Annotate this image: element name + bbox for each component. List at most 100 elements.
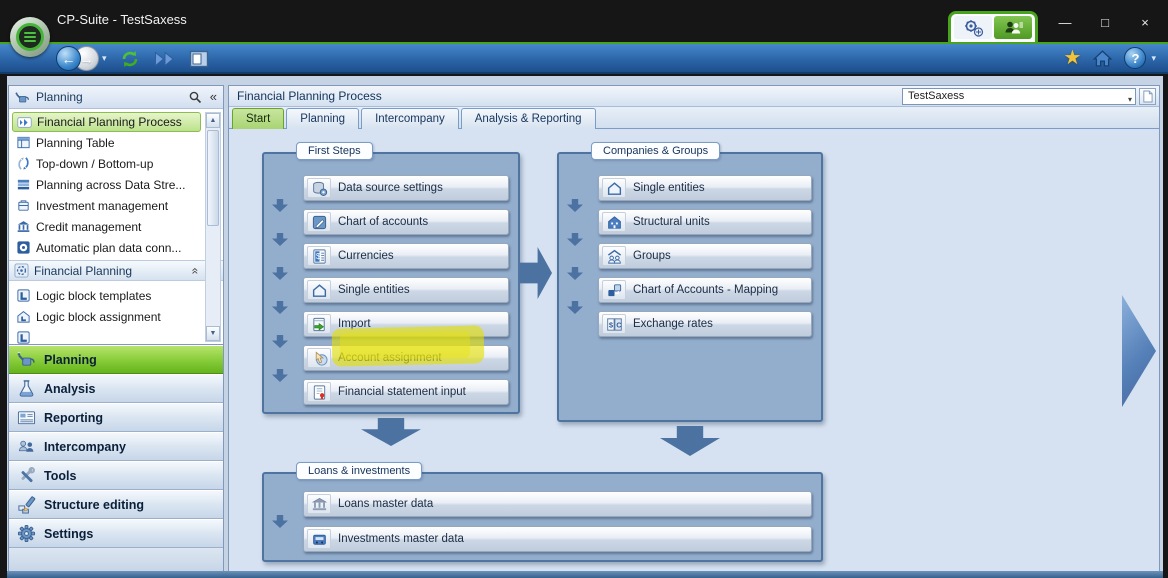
house-logic-icon xyxy=(16,309,31,324)
flow-arrow-down-left xyxy=(361,418,421,446)
arrow-down-icon xyxy=(272,335,288,348)
pencil-structure-icon xyxy=(17,495,36,514)
tree-item-label: Financial Planning Process xyxy=(37,115,182,129)
tree-item-investment-management[interactable]: Investment management xyxy=(9,195,223,216)
disc-icon xyxy=(16,240,31,255)
arrow-down-icon xyxy=(272,515,288,528)
tree-item-partial[interactable] xyxy=(9,327,223,344)
fast-forward-button[interactable] xyxy=(153,50,177,68)
button-chart-of-accounts[interactable]: Chart of accounts xyxy=(303,209,509,235)
new-page-icon xyxy=(1143,90,1153,103)
sidebar-section-structure-editing[interactable]: Structure editing xyxy=(9,490,223,519)
search-icon[interactable] xyxy=(188,90,202,104)
notepad-pen-icon xyxy=(307,212,331,232)
button-label: Chart of Accounts - Mapping xyxy=(633,284,779,296)
tree-item-logic-block-templates[interactable]: Logic block templates xyxy=(9,285,223,306)
button-data-source-settings[interactable]: Data source settings xyxy=(303,175,509,201)
home-button[interactable] xyxy=(1092,49,1113,68)
collapse-group-icon[interactable]: « xyxy=(188,267,203,274)
tree-item-top-down-bottom-up[interactable]: Top-down / Bottom-up xyxy=(9,153,223,174)
app-logo-icon[interactable] xyxy=(10,17,50,57)
group-loans-investments: Loans & investments Loans master data In… xyxy=(262,462,823,562)
minimize-button[interactable]: — xyxy=(1058,15,1072,30)
button-loans-master-data[interactable]: Loans master data xyxy=(303,491,812,517)
tree-item-planning-across-data-streams[interactable]: Planning across Data Stre... xyxy=(9,174,223,195)
button-financial-statement-input[interactable]: Financial statement input xyxy=(303,379,509,405)
arrow-down-icon xyxy=(272,267,288,280)
database-gear-icon xyxy=(307,178,331,198)
arrow-down-icon xyxy=(272,233,288,246)
arrow-down-icon xyxy=(567,199,583,212)
button-structural-units[interactable]: Structural units xyxy=(598,209,812,235)
scroll-down-button[interactable]: ▼ xyxy=(206,326,220,341)
section-label: Planning xyxy=(44,352,97,367)
building-icon xyxy=(602,212,626,232)
new-workspace-button[interactable] xyxy=(1139,88,1156,105)
group-label: First Steps xyxy=(296,142,373,160)
button-single-entities-cg[interactable]: Single entities xyxy=(598,175,812,201)
workspace-selector[interactable]: TestSaxess ▾ xyxy=(902,88,1136,105)
tree-group-financial-planning[interactable]: Financial Planning « xyxy=(9,260,223,281)
tools-icon xyxy=(17,466,36,485)
sidebar: Planning « Financial Planning Process xyxy=(8,85,224,573)
sidebar-section-tools[interactable]: Tools xyxy=(9,461,223,490)
house-outline-icon xyxy=(602,178,626,198)
sidebar-section-intercompany[interactable]: Intercompany xyxy=(9,432,223,461)
tab-analysis-reporting[interactable]: Analysis & Reporting xyxy=(460,108,596,129)
button-coa-mapping[interactable]: Chart of Accounts - Mapping xyxy=(598,277,812,303)
tab-intercompany[interactable]: Intercompany xyxy=(361,108,459,129)
favorites-button[interactable]: ★ xyxy=(1063,47,1082,69)
scrollbar-thumb[interactable] xyxy=(207,130,219,226)
help-dropdown-icon[interactable]: ▾ xyxy=(1151,52,1156,63)
tree-item-credit-management[interactable]: Credit management xyxy=(9,216,223,237)
document-seal-icon xyxy=(307,382,331,402)
group-label: Companies & Groups xyxy=(591,142,721,160)
layout-button[interactable] xyxy=(189,50,209,68)
svg-text:$: $ xyxy=(608,320,613,329)
highlight-marker-import-overlay xyxy=(339,331,471,360)
bank-columns-icon xyxy=(307,494,331,514)
collapse-sidebar-icon[interactable]: « xyxy=(209,89,217,104)
section-label: Structure editing xyxy=(44,497,145,512)
button-currencies[interactable]: $ Currencies xyxy=(303,243,509,269)
investment-box-icon xyxy=(307,529,331,549)
refresh-icon xyxy=(122,50,137,67)
status-bar xyxy=(7,571,1163,578)
back-button[interactable]: ← xyxy=(56,46,81,71)
sidebar-section-reporting[interactable]: Reporting xyxy=(9,403,223,432)
tree-scrollbar[interactable]: ▲ ▼ xyxy=(205,112,221,342)
scroll-up-button[interactable]: ▲ xyxy=(206,113,220,128)
button-label: Financial statement input xyxy=(338,386,466,398)
logic-block-icon xyxy=(16,288,31,303)
sidebar-section-settings[interactable]: Settings xyxy=(9,519,223,548)
button-label: Structural units xyxy=(633,216,710,228)
tab-planning[interactable]: Planning xyxy=(286,108,360,129)
refresh-button[interactable] xyxy=(119,48,141,70)
tree-item-label: Planning Table xyxy=(36,135,115,150)
import-arrow-icon xyxy=(307,314,331,334)
sidebar-section-analysis[interactable]: Analysis xyxy=(9,374,223,403)
button-exchange-rates[interactable]: $C Exchange rates xyxy=(598,311,812,337)
admin-console-icon[interactable] xyxy=(954,16,992,39)
help-icon: ? xyxy=(1131,50,1140,66)
tree-item-planning-table[interactable]: Planning Table xyxy=(9,132,223,153)
home-icon xyxy=(1092,49,1113,66)
sidebar-section-planning[interactable]: Planning xyxy=(9,345,223,374)
close-button[interactable]: × xyxy=(1141,15,1149,30)
tree-item-logic-block-assignment[interactable]: Logic block assignment xyxy=(9,306,223,327)
section-label: Tools xyxy=(44,468,77,483)
nav-history-dropdown-icon[interactable]: ▾ xyxy=(102,53,107,63)
maximize-button[interactable]: □ xyxy=(1101,15,1109,30)
button-label: Import xyxy=(338,318,371,330)
tree-item-automatic-plan-data[interactable]: Automatic plan data conn... xyxy=(9,237,223,258)
user-management-icon[interactable] xyxy=(994,16,1032,39)
tree-item-financial-planning-process[interactable]: Financial Planning Process xyxy=(12,112,201,132)
content-header: Financial Planning Process TestSaxess ▾ xyxy=(229,86,1159,107)
button-investments-master-data[interactable]: Investments master data xyxy=(303,526,812,552)
help-button[interactable]: ? xyxy=(1124,47,1147,69)
button-single-entities[interactable]: Single entities xyxy=(303,277,509,303)
flask-icon xyxy=(17,379,36,398)
button-groups[interactable]: Groups xyxy=(598,243,812,269)
tab-start[interactable]: Start xyxy=(232,108,285,129)
